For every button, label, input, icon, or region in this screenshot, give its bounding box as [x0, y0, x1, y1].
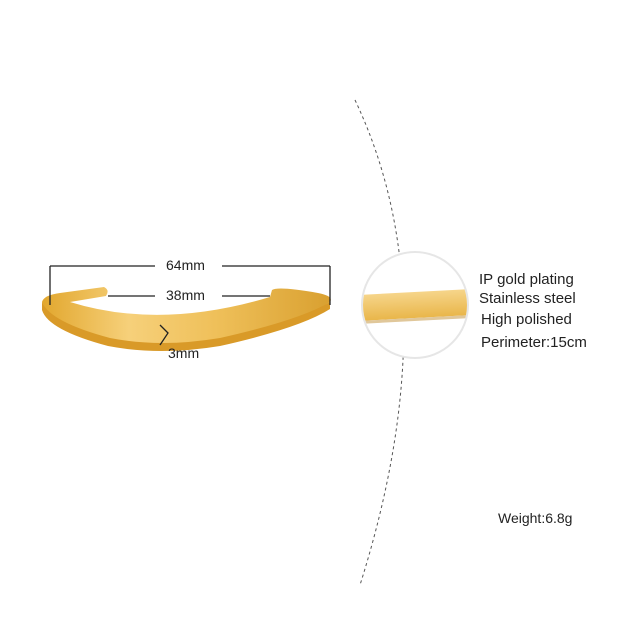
spec-finish: High polished [481, 311, 572, 328]
gold-bangle [42, 287, 331, 351]
spec-plating: IP gold plating [479, 271, 574, 288]
spec-material: Stainless steel [479, 290, 576, 307]
weight-label: Weight:6.8g [498, 510, 573, 526]
inner-gap-label: 38mm [166, 287, 205, 303]
zoom-circle [361, 251, 469, 359]
spec-perimeter: Perimeter:15cm [481, 334, 587, 351]
outer-width-label: 64mm [166, 257, 205, 273]
band-width-label: 3mm [168, 345, 200, 361]
